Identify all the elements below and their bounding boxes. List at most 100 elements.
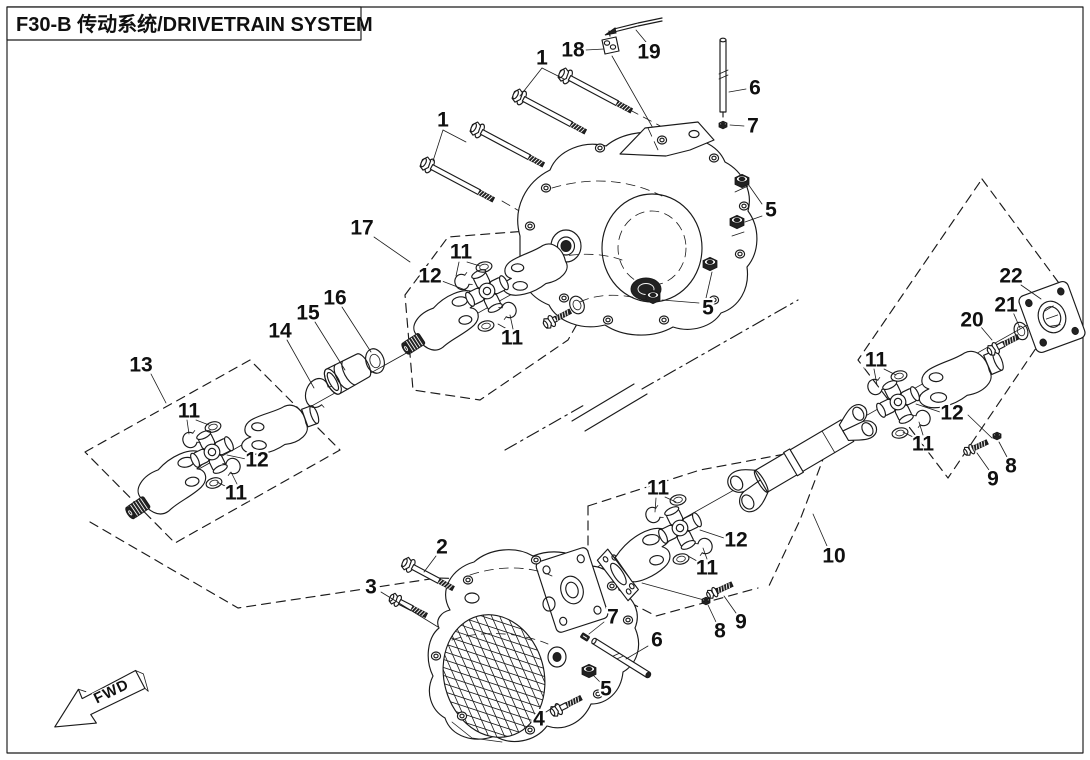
callout-2-31: 2: [423, 534, 450, 573]
callout-label: 11: [501, 327, 524, 350]
washer-ring: [891, 427, 909, 439]
callout-label: 7: [607, 606, 619, 629]
bolt-1c: [469, 121, 546, 168]
callout-3-32: 3: [363, 574, 439, 628]
callout-label: 7: [747, 115, 759, 138]
yoke-bolt: [542, 308, 573, 329]
callout-label: 11: [225, 482, 248, 505]
oring-16: [365, 348, 385, 374]
callout-label: 15: [296, 302, 320, 325]
callout-label: 4: [533, 708, 545, 731]
callout-label: 20: [960, 309, 983, 332]
break-symbol: [504, 299, 799, 451]
callout-label: 11: [450, 241, 473, 264]
page-border: [6, 6, 1084, 754]
callout-label: 1: [437, 109, 449, 132]
bolt-1d: [419, 156, 496, 203]
callout-label: 1: [536, 47, 548, 70]
callout-17-8: 17: [348, 215, 411, 263]
fwd-arrow: FWD: [54, 669, 149, 728]
callout-21-20: 21: [992, 292, 1021, 329]
washer-ring: [477, 320, 495, 332]
callout-11-22: 11: [863, 347, 897, 386]
callout-8-25: 8: [998, 441, 1019, 480]
bolt-position-lines: [641, 414, 993, 601]
callout-label: 9: [735, 611, 747, 634]
snap-ring: [222, 457, 241, 476]
callout-11-28: 11: [645, 475, 677, 513]
title-box: [6, 6, 362, 41]
callout-label: 19: [637, 41, 660, 64]
nut-8-rear: [701, 596, 711, 606]
callout-label: 12: [940, 402, 963, 425]
slip-yoke-front: [241, 404, 320, 455]
callout-label: 12: [724, 529, 747, 552]
rear-gearbox: [427, 547, 640, 749]
callout-label: 5: [765, 199, 777, 222]
callout-label: 21: [994, 294, 1018, 317]
callout-11-9: 11: [448, 239, 481, 277]
callout-9-36: 9: [723, 595, 749, 636]
callout-11-18: 11: [216, 471, 249, 507]
coupling-sleeve-15: [323, 353, 372, 395]
nut-5a: [734, 173, 750, 189]
nut-8-right: [992, 431, 1002, 441]
callout-label: 11: [912, 433, 935, 456]
bolt-4: [549, 695, 583, 717]
bolt-9-rear: [706, 581, 734, 599]
boundary-13: [84, 359, 341, 544]
nut-5d: [645, 289, 661, 305]
callout-1-3: 1: [432, 107, 467, 162]
flange-yoke-rear: [596, 527, 671, 602]
snap-ring: [498, 301, 517, 320]
callout-label: 18: [561, 39, 585, 62]
spider-12-3: [876, 380, 920, 424]
small-parts: [323, 17, 1086, 679]
snap-ring: [912, 409, 931, 428]
callout-7-33: 7: [588, 604, 621, 635]
callout-label: 17: [350, 217, 373, 240]
flange-yoke-right: [918, 350, 1004, 409]
breather-tube-19: [604, 17, 663, 36]
washer-ring: [672, 553, 690, 565]
callout-14-14: 14: [266, 318, 315, 389]
boundary-lower: [89, 521, 759, 617]
callout-13-15: 13: [127, 352, 167, 404]
bolt-3: [388, 592, 429, 619]
callout-12-17: 12: [226, 447, 271, 474]
callout-6-4: 6: [728, 75, 763, 102]
nut-5b: [729, 214, 745, 230]
callout-12-29: 12: [699, 527, 750, 554]
front-gearbox: [517, 121, 758, 336]
callout-16-12: 16: [321, 285, 372, 353]
callout-6-34: 6: [625, 627, 665, 660]
callout-18-0: 18: [559, 37, 605, 64]
callout-label: 22: [999, 265, 1022, 288]
bolt-2: [400, 556, 455, 592]
bolt-20: [986, 334, 1020, 356]
snap-ring: [694, 537, 713, 556]
snap-ring: [867, 377, 886, 396]
callout-label: 8: [714, 620, 726, 643]
bolt-9-right: [963, 439, 989, 456]
callout-label: 11: [178, 400, 201, 423]
spider-12-1: [465, 269, 509, 313]
callout-20-21: 20: [958, 307, 993, 341]
ring-14: [304, 378, 332, 409]
callout-5-37: 5: [591, 673, 614, 703]
nut-5c: [702, 256, 718, 272]
nut-7-top: [718, 120, 728, 130]
snap-ring: [645, 505, 664, 524]
callout-11-11: 11: [497, 314, 525, 352]
rear-propshaft-10: [727, 404, 878, 513]
page-title: F30-B 传动系统/DRIVETRAIN SYSTEM: [16, 12, 373, 36]
shift-rod-6-top: [718, 37, 729, 118]
callout-19-1: 19: [635, 29, 663, 66]
gearbox-yoke-17: [502, 243, 568, 296]
callout-5-7: 5: [661, 271, 716, 322]
stub-yoke-17: [401, 290, 479, 355]
washer-ring: [204, 421, 222, 433]
shift-rod-6-bottom: [591, 637, 652, 679]
bolt-1a: [557, 67, 634, 114]
